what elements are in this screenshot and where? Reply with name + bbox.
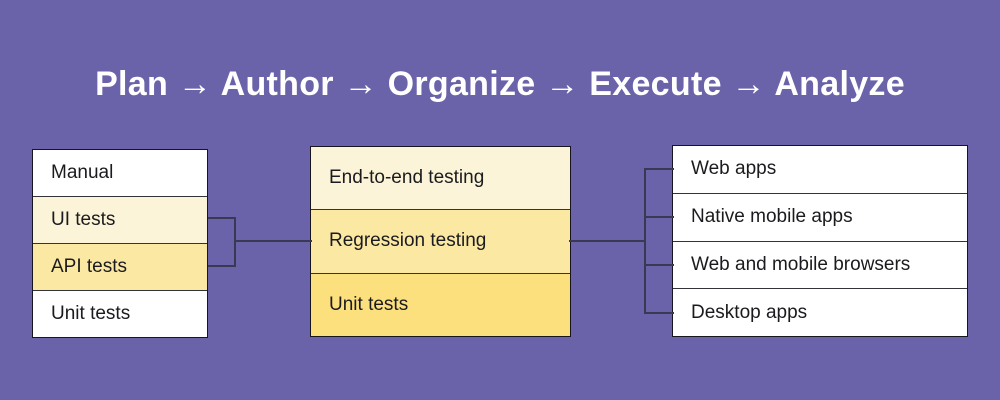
node-end-to-end-testing-label: End-to-end testing [329,167,485,189]
node-web-apps-label: Web apps [691,158,777,180]
node-web-and-mobile-browsers: Web and mobile browsers [673,240,967,289]
connector-right-bracket-vertical [644,168,646,314]
connector-left-stub-api-tests [208,265,236,267]
connector-right-stub-native-mobile [644,216,674,218]
node-regression-testing: Regression testing [311,209,570,273]
connector-right-stub-web-apps [644,168,674,170]
node-unit-tests-left-label: Unit tests [51,303,131,324]
test-types-box: Manual UI tests API tests Unit tests [32,149,208,338]
node-ui-tests-label: UI tests [51,209,116,230]
node-manual: Manual [33,150,207,196]
node-manual-label: Manual [51,162,114,183]
page-title: Plan → Author → Organize → Execute → Ana… [95,65,905,103]
node-unit-tests-left: Unit tests [33,290,207,337]
node-unit-tests-middle-label: Unit tests [329,293,409,315]
connector-left-bracket-vertical [234,217,236,267]
node-desktop-apps-label: Desktop apps [691,301,808,323]
test-suites-box: End-to-end testing Regression testing Un… [310,146,571,337]
node-unit-tests-middle: Unit tests [311,272,570,336]
connector-right-stub-desktop-apps [644,312,674,314]
connector-left-stub-ui-tests [208,217,236,219]
node-ui-tests: UI tests [33,196,207,243]
node-native-mobile-apps: Native mobile apps [673,192,967,241]
node-api-tests: API tests [33,243,207,290]
connector-trunk-right [569,240,646,242]
node-web-apps: Web apps [673,146,967,193]
node-end-to-end-testing: End-to-end testing [311,147,570,210]
connector-right-stub-web-browsers [644,264,674,266]
node-web-and-mobile-browsers-label: Web and mobile browsers [691,253,911,275]
platforms-box: Web apps Native mobile apps Web and mobi… [672,145,968,337]
connector-trunk-left [234,240,312,242]
node-regression-testing-label: Regression testing [329,230,487,252]
node-native-mobile-apps-label: Native mobile apps [691,206,853,228]
node-api-tests-label: API tests [51,256,128,277]
node-desktop-apps: Desktop apps [673,288,967,336]
